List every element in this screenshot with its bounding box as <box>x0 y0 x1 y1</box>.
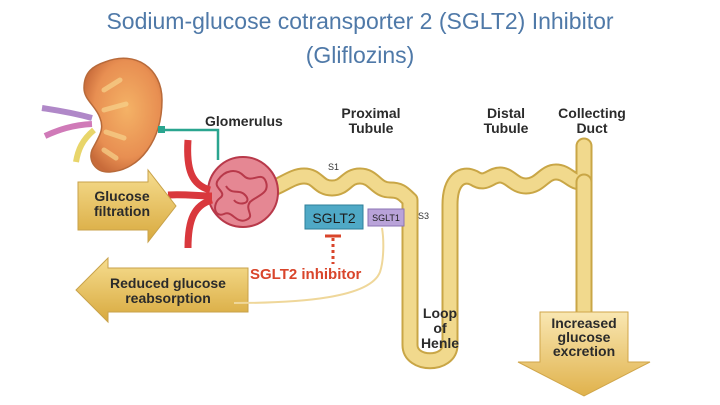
distal-tubule-label-2: Tubule <box>484 120 529 136</box>
increased-excretion-label-2: glucose <box>558 329 611 345</box>
sglt1-box-label: SGLT1 <box>372 213 400 223</box>
title-line-1: Sodium-glucose cotransporter 2 (SGLT2) I… <box>106 8 614 34</box>
loop-of-henle-label-1: Loop <box>423 305 457 321</box>
kidney-illustration <box>41 57 165 173</box>
sglt2-box <box>304 204 364 230</box>
s1-label: S1 <box>328 162 339 172</box>
proximal-tubule-label-1: Proximal <box>341 105 400 121</box>
increased-excretion-arrow <box>517 311 651 397</box>
proximal-tubule-label-2: Tubule <box>349 120 394 136</box>
glucose-filtration-label-2: filtration <box>94 203 150 219</box>
inhibitor-symbol <box>325 234 341 264</box>
glomerulus <box>167 139 279 249</box>
loop-of-henle-label-2: of <box>433 320 447 336</box>
glucose-filtration-arrow <box>77 168 177 244</box>
reabsorption-curve <box>233 227 385 304</box>
increased-excretion-label-3: excretion <box>553 343 615 359</box>
s3-label: S3 <box>418 211 429 221</box>
sglt2-inhibitor-label: SGLT2 inhibitor <box>250 266 362 283</box>
connector-line <box>165 128 220 160</box>
increased-excretion-label-1: Increased <box>551 315 616 331</box>
sglt2-box-label: SGLT2 <box>312 210 356 226</box>
collecting-duct-label-1: Collecting <box>558 105 626 121</box>
reduced-reabsorption-label-1: Reduced glucose <box>110 275 226 291</box>
reduced-reabsorption-label-2: reabsorption <box>125 290 211 306</box>
sglt1-box <box>367 208 405 227</box>
nephron-tubule <box>259 137 593 370</box>
loop-of-henle-label-3: Henle <box>421 335 459 351</box>
reduced-reabsorption-arrow <box>75 256 249 324</box>
distal-tubule-label-1: Distal <box>487 105 525 121</box>
collecting-duct-label-2: Duct <box>576 120 607 136</box>
glucose-filtration-label-1: Glucose <box>94 188 149 204</box>
glomerulus-label: Glomerulus <box>205 113 283 129</box>
title-line-2: (Gliflozins) <box>305 42 415 68</box>
